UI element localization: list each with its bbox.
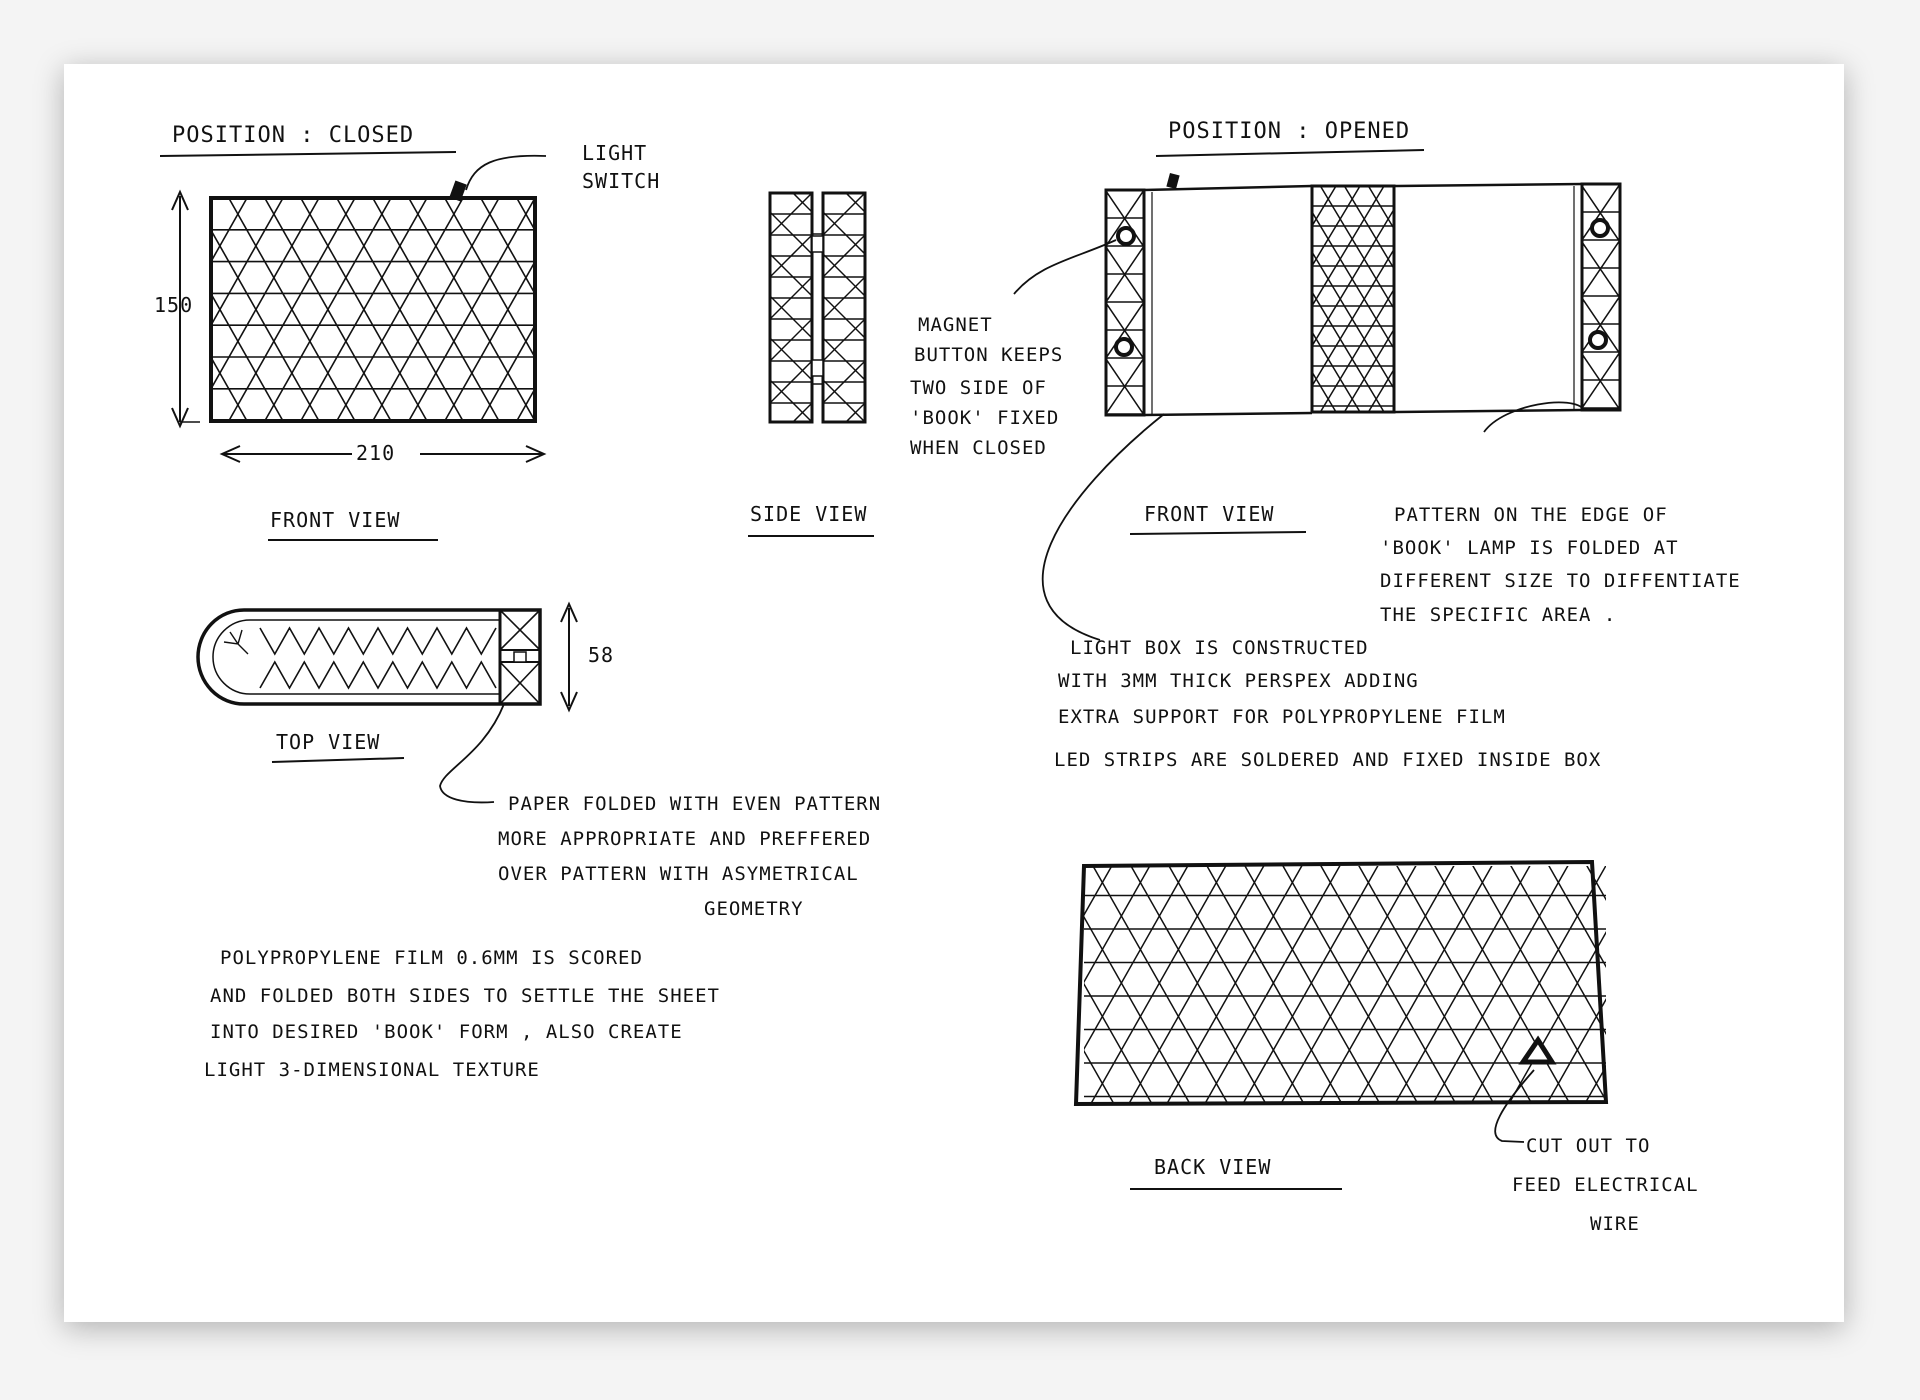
side-view-right-pattern [823,193,865,422]
polypropylene-note: POLYPROPYLENE FILM 0.6MM IS SCORED AND F… [204,947,720,1081]
top-view-outline [196,608,542,706]
paper-note-leader [439,703,505,804]
height-arrow-up-icon [171,189,189,211]
width-arrow-right-icon [525,445,547,463]
magnet-note-leader [1013,239,1117,295]
light-box-note: LIGHT BOX IS CONSTRUCTED WITH 3MM THICK … [1054,637,1601,771]
side-view-left-panel [768,191,814,424]
opened-front-view-label: FRONT VIEW [1144,502,1274,526]
top-view: 58 TOP VIEW [196,601,614,804]
opened-top-edge-left [1143,184,1313,192]
pattern-note-line-2: 'BOOK' LAMP IS FOLDED AT [1380,537,1679,559]
magnet-button-icon [1116,226,1136,246]
back-view-label: BACK VIEW [1154,1155,1271,1179]
light-switch-icon [449,180,467,202]
opened-middle-spine-pattern [1312,186,1394,412]
front-view-label: FRONT VIEW [270,508,400,532]
light-box-note-line-1: LIGHT BOX IS CONSTRUCTED [1070,637,1369,659]
back-view-triangle-pattern [1084,866,1606,1102]
cut-out-icon [1518,1035,1557,1065]
side-view-magnet-bottom [811,359,824,377]
paper-note-line-2: MORE APPROPRIATE AND PREFFERED [498,828,871,850]
opened-title-underline [1155,149,1425,157]
magnet-note: MAGNET BUTTON KEEPS TWO SIDE OF 'BOOK' F… [910,314,1063,459]
opened-middle-spine-outline [1310,184,1396,414]
opened-position-title: POSITION : OPENED [1168,119,1410,144]
cut-out-note-line-2: FEED ELECTRICAL [1512,1174,1699,1196]
opened-bottom-edge-right [1393,408,1583,414]
light-switch-label-2: SWITCH [582,169,660,193]
side-view-left-pattern [770,193,812,422]
top-view-inner-curve [212,619,251,695]
cut-out-note: CUT OUT TO FEED ELECTRICAL WIRE [1512,1135,1699,1235]
top-view-fold-star [223,629,249,655]
top-view-label-underline [271,757,405,763]
pattern-note-line-4: THE SPECIFIC AREA . [1380,604,1616,626]
magnet-note-line-4: 'BOOK' FIXED [910,407,1059,429]
side-view: SIDE VIEW [748,191,874,537]
front-view-triangle-pattern [211,198,535,421]
opened-light-switch-icon [1166,172,1180,190]
magnet-note-line-2: BUTTON KEEPS [914,344,1063,366]
cut-out-note-line-1: CUT OUT TO [1526,1135,1650,1157]
depth-dimension-label: 58 [588,643,614,667]
back-view-outline [1073,859,1609,1107]
opened-top-edge-right [1393,182,1583,188]
polypropylene-note-line-2: AND FOLDED BOTH SIDES TO SETTLE THE SHEE… [210,985,720,1007]
light-switch-leader [465,154,547,191]
side-view-right-panel [821,191,867,424]
front-view-outline [209,196,537,423]
closed-title-underline [159,151,457,157]
opened-right-edge-outline [1580,182,1622,412]
depth-arrow-down-icon [560,691,578,713]
pattern-note-line-1: PATTERN ON THE EDGE OF [1394,504,1668,526]
side-view-label: SIDE VIEW [750,502,867,526]
magnet-note-line-5: WHEN CLOSED [910,437,1047,459]
sketch-sheet: POSITION : CLOSED POSITION : OPENED LIGH… [64,64,1844,1322]
back-view: BACK VIEW [1073,859,1609,1190]
magnet-button-icon [1590,218,1610,238]
cut-out-leader [1494,1069,1535,1143]
light-box-note-line-4: LED STRIPS ARE SOLDERED AND FIXED INSIDE… [1054,749,1601,771]
side-view-spine [811,233,824,385]
side-view-magnet-top [811,235,824,253]
front-view-closed: LIGHT SWITCH 150 210 FRONT VIEW [154,141,660,541]
depth-arrow-up-icon [560,601,578,623]
light-box-note-line-3: EXTRA SUPPORT FOR POLYPROPYLENE FILM [1058,706,1506,728]
cut-out-note-line-3: WIRE [1590,1213,1640,1235]
paper-note: PAPER FOLDED WITH EVEN PATTERN MORE APPR… [498,793,881,920]
paper-note-line-4: GEOMETRY [704,898,804,920]
opened-bottom-edge-left [1143,411,1313,417]
magnet-button-icon [1114,337,1134,357]
top-view-label: TOP VIEW [276,730,380,754]
pattern-note-leader [1483,401,1585,433]
top-view-zigzag-lower [259,660,497,690]
light-box-note-line-2: WITH 3MM THICK PERSPEX ADDING [1058,670,1419,692]
top-view-spine-box-top [499,609,541,651]
height-arrow-down-icon [171,407,189,429]
light-switch-label-1: LIGHT [582,141,647,165]
magnet-button-icon [1588,330,1608,350]
pattern-note-line-3: DIFFERENT SIZE TO DIFFENTIATE [1380,570,1741,592]
height-dimension-label: 150 [154,293,193,317]
paper-note-line-3: OVER PATTERN WITH ASYMETRICAL [498,863,859,885]
width-arrow-left-icon [219,445,241,463]
polypropylene-note-line-4: LIGHT 3-DIMENSIONAL TEXTURE [204,1059,540,1081]
sketch-drawing: POSITION : CLOSED POSITION : OPENED LIGH… [154,119,1741,1235]
paper-note-line-1: PAPER FOLDED WITH EVEN PATTERN [508,793,881,815]
polypropylene-note-line-1: POLYPROPYLENE FILM 0.6MM IS SCORED [220,947,643,969]
opened-front-view-underline [1129,531,1307,535]
top-view-zigzag-upper [259,626,497,656]
polypropylene-note-line-3: INTO DESIRED 'BOOK' FORM , ALSO CREATE [210,1021,683,1043]
magnet-note-line-3: TWO SIDE OF [910,377,1047,399]
opened-right-edge-pattern [1582,184,1620,410]
top-view-magnet [513,651,527,663]
magnet-note-line-1: MAGNET [918,314,993,336]
width-dimension-label: 210 [356,441,395,465]
pattern-edge-note: PATTERN ON THE EDGE OF 'BOOK' LAMP IS FO… [1380,504,1741,626]
front-view-opened: FRONT VIEW [1013,172,1622,641]
light-box-note-leader [1041,413,1165,641]
closed-position-title: POSITION : CLOSED [172,123,414,148]
